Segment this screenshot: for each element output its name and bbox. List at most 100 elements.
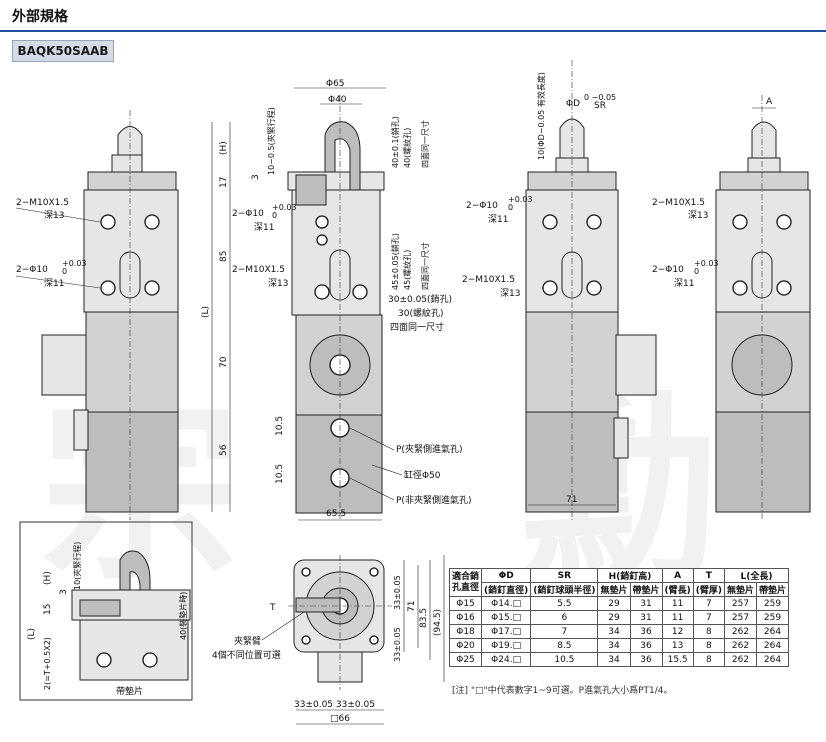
right-pin-tol0: 0 <box>694 267 699 276</box>
cell: Φ24.□ <box>481 652 532 667</box>
side-d56: 56 <box>219 444 229 456</box>
detail-frame <box>19 521 193 701</box>
front-cylinder <box>85 411 179 513</box>
top-arm-label: 夾緊臂 <box>234 635 261 647</box>
side-bore: 缸徑Φ50 <box>404 469 441 481</box>
cell: Φ16 <box>448 610 483 625</box>
cell: 11 <box>661 610 694 625</box>
side-hole-1 <box>315 215 329 229</box>
top-d94-5: (94.5) <box>433 609 443 636</box>
side-pin-label: 2−Φ10 <box>232 209 264 219</box>
cell: 257 <box>723 596 758 611</box>
rear-pin-tol0: 0 <box>508 203 513 212</box>
sh-h-pad: 帶墊片 <box>629 582 663 597</box>
top-positions: 4個不同位置可選 <box>212 649 281 661</box>
top-bolt-2 <box>369 567 379 577</box>
cell: Φ14.□ <box>481 596 532 611</box>
cell: 34 <box>597 652 631 667</box>
right-cylinder <box>715 411 811 513</box>
cell: 8.5 <box>530 638 599 653</box>
cell: Φ18 <box>448 624 483 639</box>
top-bolt-3 <box>301 635 311 645</box>
detail-hole-1 <box>96 652 112 668</box>
side-v45a: 45±0.05(銷孔) <box>390 233 400 290</box>
side-d17: 17 <box>219 177 229 188</box>
side-port-p1: P(夾緊側進氣孔) <box>396 443 462 455</box>
cell: 34 <box>597 624 631 639</box>
right-tap-label: 2−M10X1.5 <box>652 198 705 208</box>
table-note: [注] "□"中代表數字1~9可選。P進氣孔大小爲PT1/4。 <box>452 686 673 696</box>
th-t: T <box>692 568 725 583</box>
rear-side-port <box>615 334 657 396</box>
sh-arm-thick: (臂厚) <box>692 582 725 597</box>
detail-formula: 2(=T+0.5X2) <box>43 637 52 690</box>
rear-tap-depth: 深13 <box>500 288 520 299</box>
side-d70: 70 <box>219 356 229 368</box>
detail-d15: 15 <box>43 604 53 615</box>
model-badge: BAQK50SAAB <box>12 40 114 62</box>
right-pin-depth: 深11 <box>674 278 694 289</box>
side-hole-3 <box>314 284 330 300</box>
side-hole-2 <box>316 234 328 246</box>
front-tap-label: 2−M10X1.5 <box>16 198 69 208</box>
top-bottom-dims: 33±0.05 33±0.05 <box>294 700 375 710</box>
detail-pad <box>79 599 121 617</box>
front-hole-4 <box>144 280 160 296</box>
cell: 10.5 <box>530 652 599 667</box>
side-arm <box>324 121 361 191</box>
top-d83-5: 83.5 <box>419 608 429 628</box>
side-section <box>295 174 327 206</box>
top-bolt-4 <box>369 635 379 645</box>
detail-h: (H) <box>43 571 53 585</box>
side-pin-tol: +0.03 <box>272 203 297 212</box>
th-sr: SR <box>530 568 599 583</box>
front-hole-2 <box>144 214 160 230</box>
cell: 264 <box>755 652 790 667</box>
rear-fitting <box>613 417 629 459</box>
front-fitting <box>73 409 89 451</box>
section-title: 外部規格 <box>12 9 68 25</box>
front-hole-1 <box>100 214 116 230</box>
front-hole-3 <box>100 280 116 296</box>
front-pin-tol0: 0 <box>62 267 67 276</box>
rear-pin-tol: +0.03 <box>508 195 533 204</box>
sh-l-pad: 帶墊片 <box>755 582 790 597</box>
cell: 259 <box>755 596 790 611</box>
th-a: A <box>661 568 694 583</box>
cell: 31 <box>629 596 663 611</box>
side-pin-depth: 深11 <box>254 222 274 233</box>
side-phi40: Φ40 <box>328 95 347 105</box>
side-d10-5a: 10.5 <box>275 416 285 436</box>
detail-body <box>79 619 189 681</box>
cell: 264 <box>755 638 790 653</box>
right-view: A 2−M10X1.5 深13 2−Φ10 +0.03 0 深11 <box>652 95 811 520</box>
rear-hole-4 <box>586 280 602 296</box>
side-h30b: 30(螺紋孔) <box>398 307 443 319</box>
rear-pin-label: 2−Φ10 <box>466 201 498 211</box>
rear-phi-d: ΦD <box>566 99 580 109</box>
front-pin-tol: +0.03 <box>62 259 87 268</box>
detail-d3: 3 <box>59 589 69 595</box>
detail-view: 10(夾緊行程) (H) 3 15 (L) 2(=T+0.5X2) 40(裝墊片… <box>19 521 193 701</box>
rear-sr: SR <box>594 101 606 111</box>
cell: 262 <box>723 652 758 667</box>
front-pin-depth: 深11 <box>44 278 64 289</box>
rear-hole-2 <box>586 214 602 230</box>
right-pin-label: 2−Φ10 <box>652 265 684 275</box>
top-arm <box>295 597 341 613</box>
side-tap-label: 2−M10X1.5 <box>232 265 285 275</box>
cell: 7 <box>530 624 599 639</box>
right-hole-1 <box>732 214 748 230</box>
cell: 8 <box>692 624 725 639</box>
detail-pad: 帶墊片 <box>116 685 143 697</box>
cell: 8 <box>692 638 725 653</box>
title-rule <box>0 30 826 32</box>
cell: 257 <box>723 610 758 625</box>
right-pin <box>751 121 777 161</box>
side-v45b: 45(螺紋孔) <box>402 250 412 290</box>
top-bolt-1 <box>301 567 311 577</box>
